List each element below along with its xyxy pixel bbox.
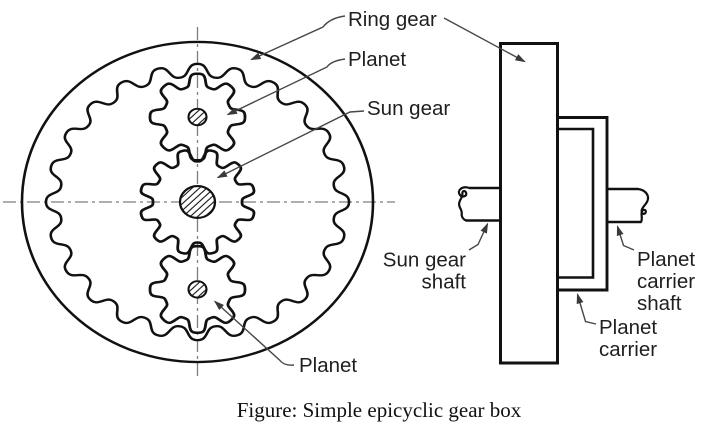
leader-ring-gear-front (250, 15, 346, 61)
planet-bottom-label: Planet (299, 354, 357, 377)
side-view-group (457, 42, 650, 365)
front-view-group (20, 40, 375, 364)
planet-bottom-pin-hatched (187, 280, 208, 299)
leader-lines (213, 15, 635, 366)
labels: Ring gear Planet Sun gear Planet Sun gea… (299, 8, 695, 377)
ring-gear-rim (20, 40, 375, 364)
planet-gear-bottom (148, 244, 247, 335)
planet-top-label: Planet (348, 48, 406, 71)
leader-sun-gear-shaft (468, 222, 489, 251)
planet-carrier-shaft (607, 187, 650, 224)
planet-gear-top (148, 72, 247, 162)
planet-carrier-label-line2: carrier (599, 338, 657, 361)
leader-planet-carrier (576, 293, 597, 325)
planet-carrier-shaft-label-line3: shaft (637, 292, 682, 315)
ring-gear-label: Ring gear (348, 8, 437, 31)
sun-gear-shaft-label: Sun gear shaft (383, 249, 466, 294)
ring-gear-internal-teeth (44, 62, 351, 342)
sun-gear (139, 149, 256, 255)
planet-top-pin-hatched (187, 107, 208, 127)
sun-gear-shaft (457, 186, 500, 222)
sun-gear-label: Sun gear (367, 97, 450, 120)
planet-carrier-label-line1: Planet (599, 316, 657, 339)
leader-planet-top (226, 58, 346, 116)
leader-planet-carrier-shaft (616, 225, 635, 251)
sun-gear-shaft-label-line2: shaft (422, 271, 467, 294)
planet-carrier-shaft-label-line1: Planet (637, 248, 695, 271)
ring-gear-section-rect (499, 42, 559, 365)
leader-sun-gear (216, 110, 365, 179)
planet-carrier-label: Planet carrier (599, 316, 657, 361)
figure-caption: Figure: Simple epicyclic gear box (237, 398, 522, 422)
planet-carrier-inner (558, 127, 595, 279)
leader-ring-gear-side (443, 17, 526, 63)
sun-gear-shaft-label-line1: Sun gear (383, 249, 466, 272)
planet-gear-bottom-teeth (148, 244, 247, 335)
planet-carrier-shaft-label-line2: carrier (637, 270, 695, 293)
sun-shaft-section-hatched (178, 184, 217, 220)
sun-shaft-break-symbol (457, 186, 471, 222)
planet-carrier-shaft-label: Planet carrier shaft (637, 248, 695, 315)
planet-gear-top-teeth (148, 72, 247, 162)
leader-planet-bottom (213, 300, 295, 366)
planet-carrier-outer (558, 116, 609, 292)
carrier-shaft-break-symbol (636, 187, 650, 224)
